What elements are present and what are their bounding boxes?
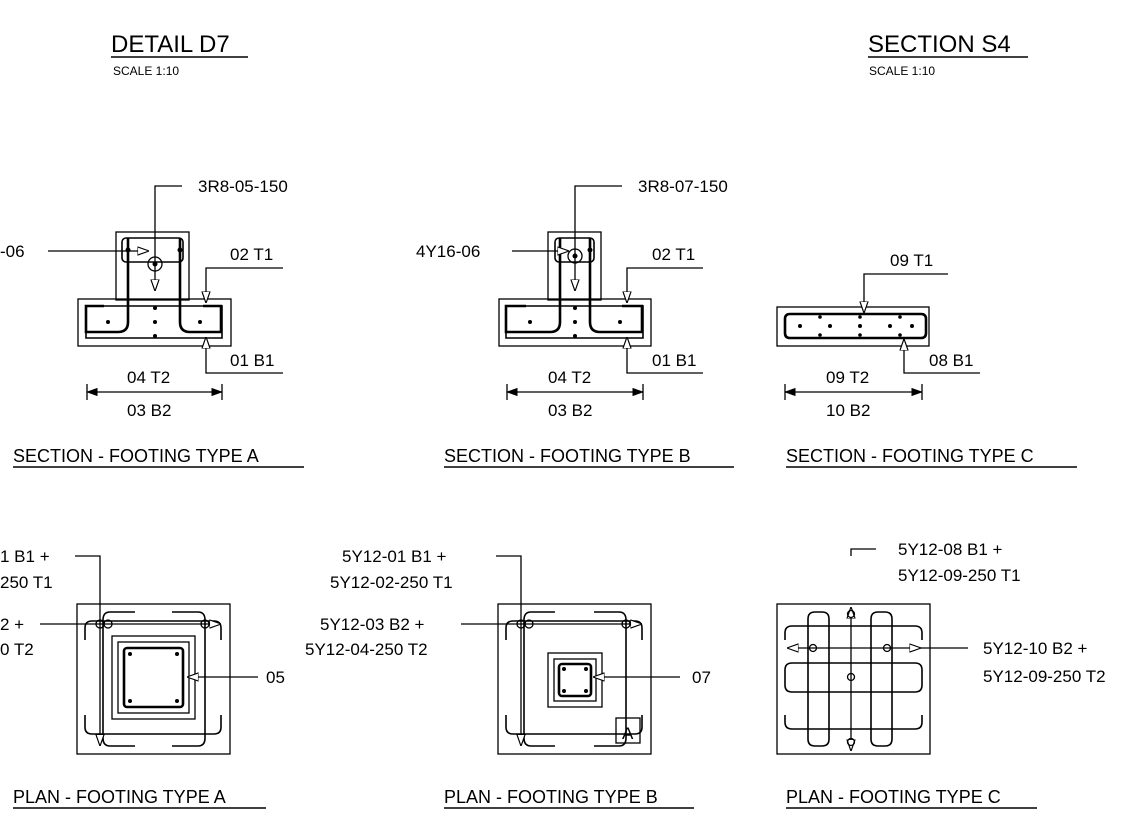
footing-outline [776,603,931,755]
vertical-bar [504,238,562,334]
column-tie-bar [122,646,185,709]
plan-bar [784,715,923,730]
plan-note-1-line-2: 250 T1 [0,573,53,592]
plan-bar [84,715,222,735]
pedestal-outline [547,652,603,708]
label-top-bar: 02 T1 [230,245,273,264]
label-top-bar: 02 T1 [652,245,695,264]
plan-bar [172,611,206,747]
caption: PLAN - FOOTING TYPE C [786,787,1001,807]
footing-rebar-cage [505,305,644,339]
plan-footing-type-c: 5Y12-08 B1 + 5Y12-09-250 T1 5Y12-10 B2 +… [776,540,1106,809]
plan-bar [784,662,923,693]
plan-note-2-line-2: 0 T2 [0,640,34,659]
header-scale: SCALE 1:10 [113,64,179,78]
section-footing-type-a: 3R8-05-150 -06 02 T1 01 B1 04 T2 03 B2 S… [0,177,304,468]
footing-outline [498,298,652,347]
footing-rebar-cage [85,305,223,339]
stirrup-bar [121,237,184,263]
label-dim-top: 04 T2 [127,368,170,387]
plan-note-1-line-2: 5Y12-02-250 T1 [330,573,453,592]
plan-note-2-line-1: 2 + [0,615,24,634]
label-dim-top: 04 T2 [548,368,591,387]
plan-bar [594,611,627,747]
plan-note-1-line-1: 5Y12-08 B1 + [898,540,1003,559]
plan-note-2-line-2: 5Y12-09-250 T2 [983,667,1106,686]
footing-outline [776,306,930,347]
vertical-bar [588,238,644,334]
plan-bar [784,625,923,640]
label-dim-bottom: 03 B2 [548,401,592,420]
footing-outline [77,298,232,347]
label-bottom-bar: 01 B1 [230,351,274,370]
section-mark-box [615,717,641,744]
section-footing-type-c: 09 T1 08 B1 09 T2 10 B2 SECTION - FOOTIN… [776,251,1077,468]
plan-note-1-line-1: 1 B1 + [0,547,50,566]
header-title: SECTION S4 [868,31,1011,58]
label-top-bar: 09 T1 [890,251,933,270]
label-dim-top: 09 T2 [826,368,869,387]
vertical-bar [178,238,223,334]
plan-note-2-line-1: 5Y12-03 B2 + [320,615,425,634]
label-dim-bottom: 10 B2 [826,401,870,420]
header-left: DETAIL D7 SCALE 1:10 [111,31,248,78]
caption: SECTION - FOOTING TYPE B [444,446,691,466]
section-footing-type-b: 3R8-07-150 4Y16-06 02 T1 01 B1 04 T2 03 … [416,177,734,468]
plan-bar [870,611,893,747]
caption: PLAN - FOOTING TYPE B [444,787,658,807]
vertical-bar [84,238,130,334]
header-title: DETAIL D7 [111,31,230,58]
plan-bar [102,611,135,747]
label-dim-bottom: 03 B2 [127,401,171,420]
caption: SECTION - FOOTING TYPE C [786,446,1034,466]
plan-note-1-line-1: 5Y12-01 B1 + [342,547,447,566]
caption: SECTION - FOOTING TYPE A [13,446,259,466]
plan-bar [807,611,830,747]
section-mark: A [622,724,634,743]
plan-column-tag: 07 [692,668,711,687]
column-outline [115,231,190,301]
plan-footing-type-b: A 5Y12-01 B1 + 5Y12-02-250 T1 5Y12-03 B2… [305,547,711,809]
plan-note-1-line-2: 5Y12-09-250 T1 [898,566,1021,585]
plan-bar [505,715,643,735]
label-bottom-bar: 01 B1 [652,351,696,370]
label-stirrup: 3R8-05-150 [198,177,288,196]
plan-column-tag: 05 [266,668,285,687]
label-vertical-bar: 4Y16-06 [416,242,480,261]
label-bottom-bar: 08 B1 [929,351,973,370]
column-tie-bar [557,662,593,698]
label-stirrup: 3R8-07-150 [638,177,728,196]
label-vertical-bar: -06 [0,242,25,261]
footing-outline [76,603,231,755]
header-scale: SCALE 1:10 [869,64,935,78]
plan-note-2-line-2: 5Y12-04-250 T2 [305,640,428,659]
footing-rebar-cage [783,312,928,340]
plan-bar [523,611,555,747]
header-right: SECTION S4 SCALE 1:10 [868,31,1028,78]
plan-footing-type-a: 1 B1 + 250 T1 2 + 0 T2 05 PLAN - FOOTING… [0,547,285,809]
plan-note-2-line-1: 5Y12-10 B2 + [983,639,1088,658]
footing-outline [497,603,652,755]
caption: PLAN - FOOTING TYPE A [13,787,226,807]
